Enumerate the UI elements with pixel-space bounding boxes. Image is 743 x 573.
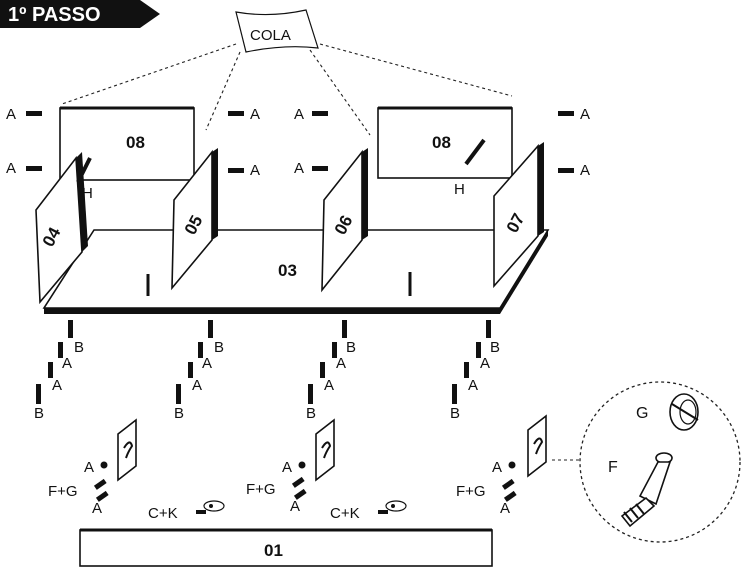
- bracket-2: A F+G A: [246, 418, 335, 515]
- cam-lock-icon: [669, 393, 699, 431]
- connector-a-group-top: A A A A A A A A: [6, 106, 590, 179]
- fitting-b-2a: B: [214, 339, 224, 356]
- panel-08-left-label: 08: [126, 133, 145, 152]
- fitting-b-4a: B: [490, 339, 500, 356]
- fittings-column-4: B A A B: [450, 320, 500, 422]
- detail-callout: G F: [579, 381, 741, 543]
- bracket-3: A F+G A: [456, 414, 547, 517]
- glue-leader-3: [309, 49, 371, 136]
- fitting-fg-3: F+G: [456, 483, 486, 500]
- bracket-1: A F+G A: [48, 418, 137, 517]
- fitting-ck-right: C+K: [330, 500, 407, 522]
- glue-leader-2: [205, 51, 241, 131]
- fitting-a-c2b: A: [192, 377, 202, 394]
- step-banner: 1º PASSO: [0, 0, 160, 28]
- glue-tag: COLA: [235, 9, 319, 53]
- panel-06: 06: [321, 148, 368, 293]
- fittings-column-1: B A A B: [34, 320, 84, 422]
- fitting-ck-right-label: C+K: [330, 505, 360, 522]
- glue-leader-1: [61, 43, 237, 105]
- fitting-a-c4b: A: [468, 377, 478, 394]
- fitting-ck-left-label: C+K: [148, 505, 178, 522]
- panel-05: 05: [171, 148, 218, 291]
- fitting-a-b2b: A: [290, 498, 300, 515]
- panel-03-label: 03: [278, 261, 297, 280]
- panel-01-label: 01: [264, 541, 283, 560]
- fitting-b-3b: B: [306, 405, 316, 422]
- fitting-a-1: A: [6, 106, 16, 123]
- panel-03: 03: [42, 229, 550, 314]
- fitting-fg-1: F+G: [48, 483, 78, 500]
- fitting-fg-2: F+G: [246, 481, 276, 498]
- screw-h-left: H: [76, 157, 93, 202]
- fitting-a-4: A: [250, 162, 260, 179]
- panel-07: 07: [493, 142, 544, 289]
- fitting-a-b1b: A: [92, 500, 102, 517]
- fitting-b-1a: B: [74, 339, 84, 356]
- fitting-a-c2a: A: [202, 355, 212, 372]
- fitting-b-2b: B: [174, 405, 184, 422]
- detail-label-g: G: [636, 405, 648, 422]
- fitting-b-4b: B: [450, 405, 460, 422]
- fitting-a-c1b: A: [52, 377, 62, 394]
- fitting-h-right-label: H: [454, 181, 465, 198]
- glue-leader-4: [319, 43, 513, 97]
- fitting-b-3a: B: [346, 339, 356, 356]
- fitting-a-b3a: A: [492, 459, 502, 476]
- fitting-a-b3b: A: [500, 500, 510, 517]
- panel-08-right: 08: [377, 106, 513, 179]
- fitting-a-6: A: [294, 160, 304, 177]
- fitting-ck-left: C+K: [148, 500, 225, 522]
- screw-h-right: H: [454, 138, 486, 198]
- fitting-h-left-label: H: [82, 185, 93, 202]
- step-label: 1º PASSO: [8, 4, 101, 26]
- detail-label-f: F: [608, 459, 618, 476]
- fittings-column-3: B A A B: [306, 320, 356, 422]
- fitting-a-c1a: A: [62, 355, 72, 372]
- fittings-column-2: B A A B: [174, 320, 224, 422]
- fitting-a-2: A: [6, 160, 16, 177]
- fitting-a-3: A: [250, 106, 260, 123]
- fitting-a-b1a: A: [84, 459, 94, 476]
- fitting-a-b2a: A: [282, 459, 292, 476]
- cam-bolt-icon: [620, 452, 673, 528]
- fitting-a-8: A: [580, 162, 590, 179]
- panel-08-right-label: 08: [432, 133, 451, 152]
- fitting-a-5: A: [294, 106, 304, 123]
- fitting-a-c4a: A: [480, 355, 490, 372]
- panel-01: 01: [79, 528, 493, 567]
- glue-label: COLA: [250, 27, 291, 44]
- fitting-b-1b: B: [34, 405, 44, 422]
- fitting-a-7: A: [580, 106, 590, 123]
- fitting-a-c3b: A: [324, 377, 334, 394]
- fitting-a-c3a: A: [336, 355, 346, 372]
